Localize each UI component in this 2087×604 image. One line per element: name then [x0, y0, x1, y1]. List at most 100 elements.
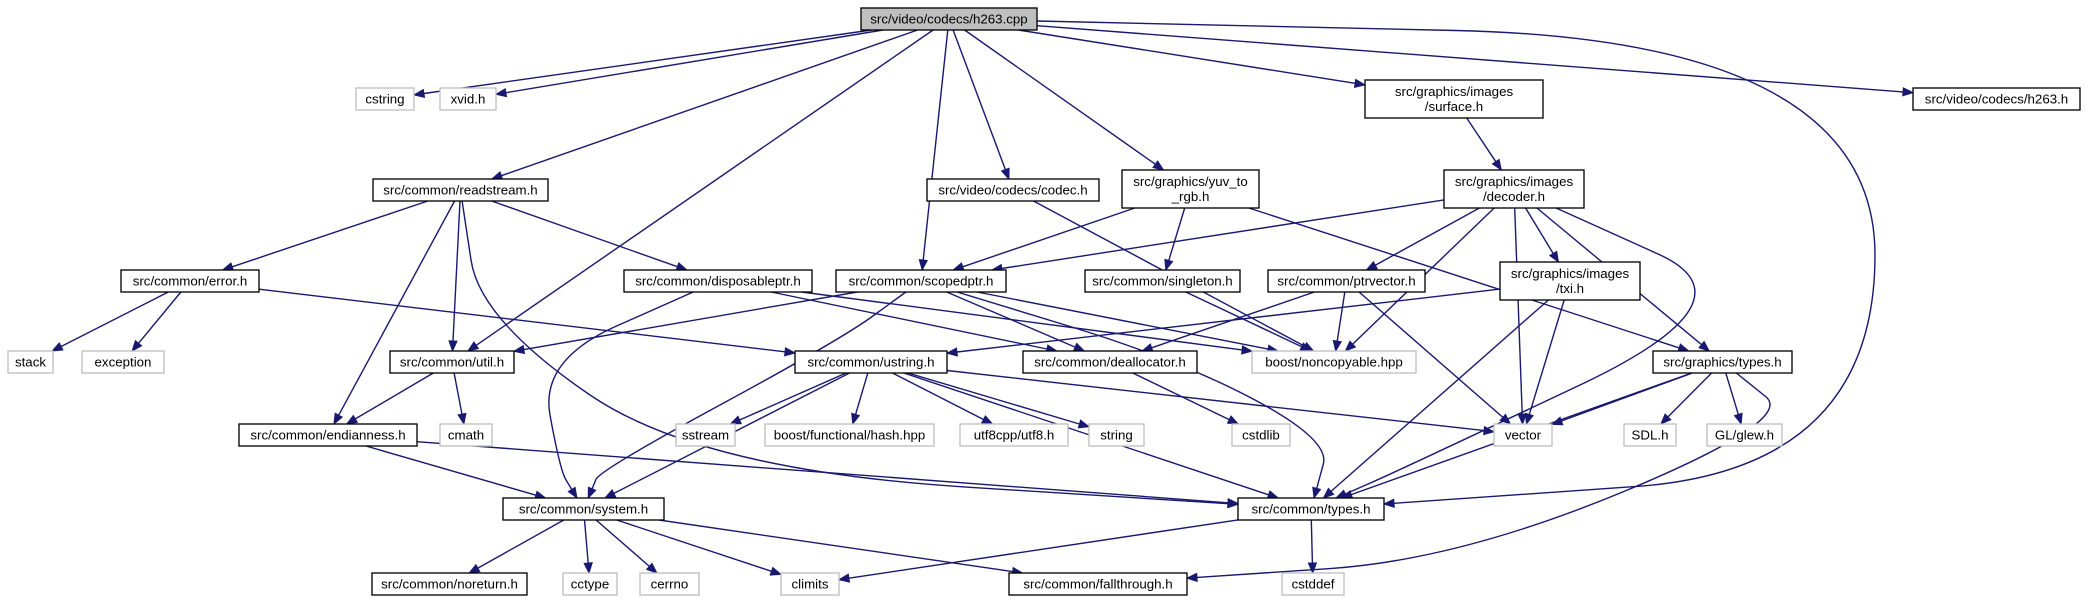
node-decoder[interactable]: src/graphics/images/decoder.h — [1443, 169, 1585, 209]
node-deallocator[interactable]: src/common/deallocator.h — [1022, 350, 1198, 374]
node-label: /surface.h — [1425, 99, 1483, 114]
arrowhead-icon — [1332, 339, 1343, 353]
node-box — [1493, 423, 1553, 447]
node-system[interactable]: src/common/system.h — [502, 497, 665, 521]
edge-line — [365, 445, 537, 496]
node-label: src/common/error.h — [133, 274, 248, 289]
arrowhead-icon — [1077, 419, 1091, 429]
node-noreturn[interactable]: src/common/noreturn.h — [371, 572, 528, 596]
arrowhead-icon — [1499, 413, 1512, 425]
node-ctypes[interactable]: src/common/types.h — [1237, 497, 1385, 521]
edge-line — [892, 372, 984, 421]
node-label: src/common/noreturn.h — [381, 577, 518, 592]
node-label: cstddef — [1292, 577, 1335, 592]
edge-decoder-to-vector — [1514, 207, 1527, 426]
edge-util-to-cmath — [453, 372, 467, 426]
edge-line — [548, 291, 694, 490]
arrowhead-icon — [1000, 167, 1010, 181]
edge-line — [946, 291, 1076, 348]
edge-line — [1018, 29, 1356, 84]
edge-ptrvector-to-vector — [1358, 291, 1512, 425]
node-label: src/graphics/yuv_to — [1133, 174, 1248, 189]
node-label: GL/glew.h — [1715, 428, 1774, 443]
edge-system-to-climits — [616, 519, 783, 576]
node-scopedptr[interactable]: src/common/scopedptr.h — [835, 269, 1007, 293]
node-label: src/common/deallocator.h — [1034, 355, 1186, 370]
edge-line — [1168, 207, 1186, 261]
node-box — [623, 269, 813, 293]
arrowhead-icon — [587, 486, 597, 500]
edge-h263cpp-to-readstream — [490, 29, 918, 181]
arrowhead-icon — [980, 415, 994, 425]
node-label: src/graphics/images — [1511, 266, 1630, 281]
edge-scopedptr-to-util — [512, 291, 858, 355]
edge-line — [956, 288, 1501, 353]
arrowhead-icon — [131, 339, 143, 353]
node-label: src/common/fallthrough.h — [1023, 577, 1172, 592]
edge-endianness-to-ctypes — [416, 441, 1240, 508]
node-label: cctype — [571, 577, 609, 592]
node-box — [1084, 269, 1241, 293]
arrowhead-icon — [1698, 340, 1711, 352]
node-label: utf8cpp/utf8.h — [974, 428, 1055, 443]
arrowhead-icon — [448, 340, 458, 353]
node-label: cstring — [365, 92, 404, 107]
node-box — [835, 269, 1007, 293]
edge-ustring-to-utf8 — [892, 372, 994, 425]
node-gtypes[interactable]: src/graphics/types.h — [1652, 350, 1793, 374]
node-readstream[interactable]: src/common/readstream.h — [372, 178, 549, 202]
node-box — [81, 350, 165, 374]
edge-line — [976, 291, 1269, 350]
node-cmath: cmath — [439, 423, 493, 447]
node-surface[interactable]: src/graphics/images/surface.h — [1364, 79, 1544, 119]
arrowhead-icon — [1491, 158, 1503, 172]
node-endianness[interactable]: src/common/endianness.h — [238, 423, 418, 447]
node-ptrvector[interactable]: src/common/ptrvector.h — [1267, 269, 1426, 293]
node-label: src/common/ustring.h — [807, 355, 934, 370]
node-label: /txi.h — [1556, 281, 1584, 296]
edge-endianness-to-system — [365, 445, 547, 500]
arrowhead-icon — [1322, 487, 1335, 499]
edge-line — [1374, 207, 1480, 266]
arrowhead-icon — [1483, 425, 1496, 436]
node-label: /decoder.h — [1483, 189, 1545, 204]
arrowhead-icon — [1353, 78, 1367, 88]
edge-txi-to-ctypes — [1322, 299, 1549, 499]
node-txi[interactable]: src/graphics/images/txi.h — [1499, 261, 1641, 301]
node-label: boost/functional/hash.hpp — [774, 428, 926, 443]
edge-h263cpp-to-scopedptr — [918, 29, 949, 272]
node-util[interactable]: src/common/util.h — [389, 350, 515, 374]
node-box — [1281, 572, 1345, 596]
edge-line — [1036, 25, 1904, 93]
edge-h263cpp-to-xvid — [494, 29, 884, 98]
node-yuv[interactable]: src/graphics/yuv_to_rgb.h — [1121, 169, 1260, 209]
edge-line — [962, 207, 1136, 268]
arrowhead-icon — [1152, 160, 1165, 171]
arrowhead-icon — [645, 562, 658, 574]
edge-error-to-exception — [131, 291, 182, 353]
node-label: src/common/system.h — [519, 502, 648, 517]
arrowhead-icon — [1185, 572, 1198, 583]
node-fallthrough[interactable]: src/common/fallthrough.h — [1008, 572, 1188, 596]
node-box — [1443, 169, 1585, 209]
node-error[interactable]: src/common/error.h — [120, 269, 260, 293]
edge-line — [501, 29, 918, 177]
arrowhead-icon — [1902, 87, 1915, 97]
node-h263h[interactable]: src/video/codecs/h263.h — [1912, 87, 2081, 111]
node-disposableptr[interactable]: src/common/disposableptr.h — [623, 269, 813, 293]
edge-line — [964, 29, 1156, 165]
node-box — [639, 572, 700, 596]
edge-line — [854, 372, 869, 415]
arrowhead-icon — [345, 414, 359, 425]
node-box — [1121, 169, 1260, 209]
node-box — [1499, 261, 1641, 301]
node-codec[interactable]: src/video/codecs/codec.h — [926, 178, 1100, 202]
edge-line — [848, 519, 1239, 579]
node-h263cpp[interactable]: src/video/codecs/h263.cpp — [860, 7, 1038, 31]
node-label: climits — [792, 577, 829, 592]
edge-line — [583, 519, 589, 564]
node-singleton[interactable]: src/common/singleton.h — [1084, 269, 1241, 293]
node-ustring[interactable]: src/common/ustring.h — [794, 350, 948, 374]
arrowhead-icon — [1382, 498, 1395, 509]
edge-ustring-to-sstream — [729, 372, 847, 425]
